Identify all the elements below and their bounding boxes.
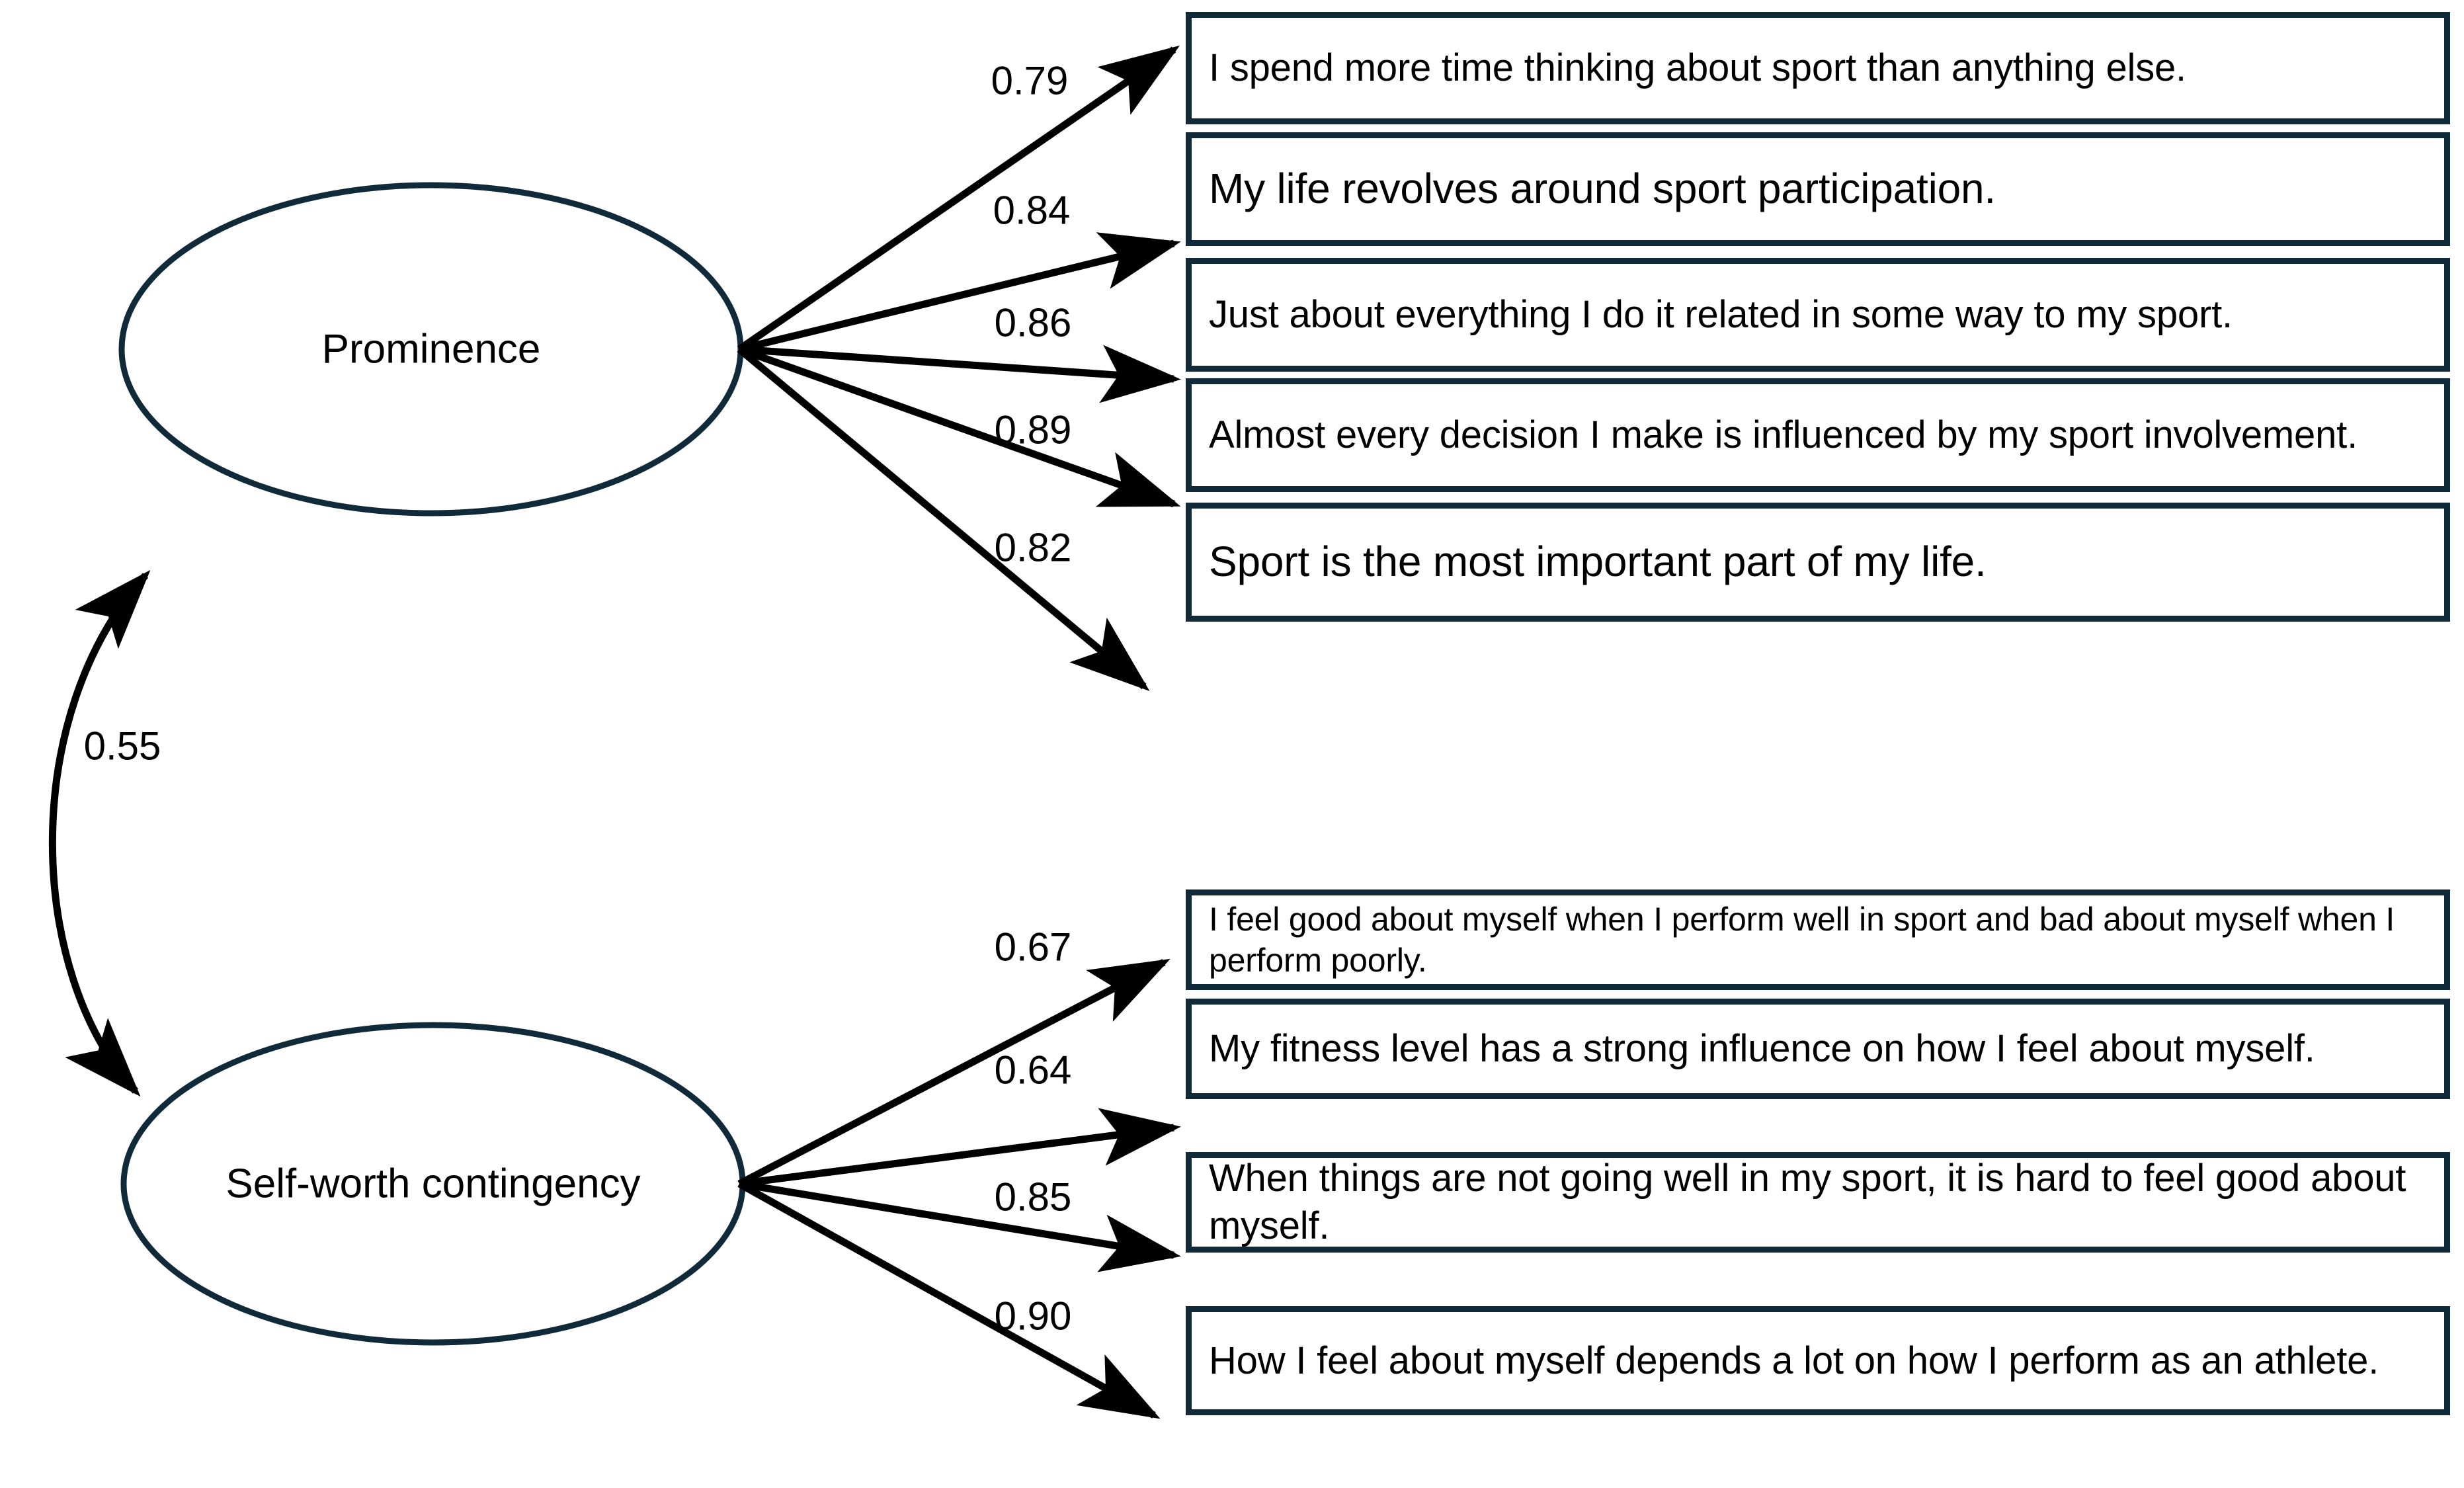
loading-arrow-self-worth-1 xyxy=(737,958,1170,1187)
factor-label-self-worth-contingency: Self-worth contingency xyxy=(226,1161,641,1207)
indicator-text: My life revolves around sport participat… xyxy=(1209,165,1996,213)
indicator-box: How I feel about myself depends a lot on… xyxy=(1186,1306,2450,1415)
loading-coefficient-label: 0.67 xyxy=(994,925,1072,970)
loading-coefficient-label: 0.79 xyxy=(991,58,1069,103)
loading-arrow-prominence-1 xyxy=(737,45,1180,352)
indicator-text: Just about everything I do it related in… xyxy=(1209,293,2233,337)
indicator-box: I feel good about myself when I perform … xyxy=(1186,889,2450,990)
loading-arrow-prominence-3 xyxy=(739,345,1181,403)
loading-coefficient-label: 0.90 xyxy=(994,1294,1072,1339)
indicator-text: How I feel about myself depends a lot on… xyxy=(1209,1339,2379,1382)
loading-coefficient-label: 0.85 xyxy=(994,1175,1072,1219)
loading-arrow-self-worth-3 xyxy=(739,1180,1181,1272)
loading-arrow-prominence-2 xyxy=(738,232,1181,353)
correlation-arrow xyxy=(48,569,151,1097)
indicator-box: My fitness level has a strong influence … xyxy=(1186,999,2450,1099)
loading-coefficient-label: 0.64 xyxy=(994,1048,1072,1093)
loading-coefficient-label: 0.84 xyxy=(993,188,1071,233)
factor-label-prominence: Prominence xyxy=(321,326,541,372)
indicator-box: I spend more time thinking about sport t… xyxy=(1186,12,2450,124)
loading-coefficient-label: 0.86 xyxy=(994,300,1072,345)
indicator-text: Almost every decision I make is influenc… xyxy=(1209,413,2358,457)
indicator-box: My life revolves around sport participat… xyxy=(1186,132,2450,246)
indicator-box: When things are not going well in my spo… xyxy=(1186,1152,2450,1253)
indicator-text: Sport is the most important part of my l… xyxy=(1209,538,1987,586)
loading-arrow-self-worth-4 xyxy=(737,1180,1161,1419)
loading-coefficient-label: 0.89 xyxy=(994,407,1072,452)
loading-coefficient-label: 0.82 xyxy=(994,525,1072,570)
indicator-text: My fitness level has a strong influence … xyxy=(1209,1027,2315,1071)
indicator-text: I feel good about myself when I perform … xyxy=(1209,901,2395,979)
indicator-box: Almost every decision I make is influenc… xyxy=(1186,378,2450,492)
indicator-box: Just about everything I do it related in… xyxy=(1186,258,2450,372)
loading-arrow-self-worth-2 xyxy=(739,1108,1181,1188)
correlation-coefficient-label: 0.55 xyxy=(83,723,161,768)
loading-arrow-prominence-4 xyxy=(738,345,1181,508)
indicator-text: When things are not going well in my spo… xyxy=(1209,1157,2406,1247)
loading-arrow-prominence-5 xyxy=(737,346,1150,692)
indicator-box: Sport is the most important part of my l… xyxy=(1186,503,2450,622)
indicator-text: I spend more time thinking about sport t… xyxy=(1209,46,2186,90)
